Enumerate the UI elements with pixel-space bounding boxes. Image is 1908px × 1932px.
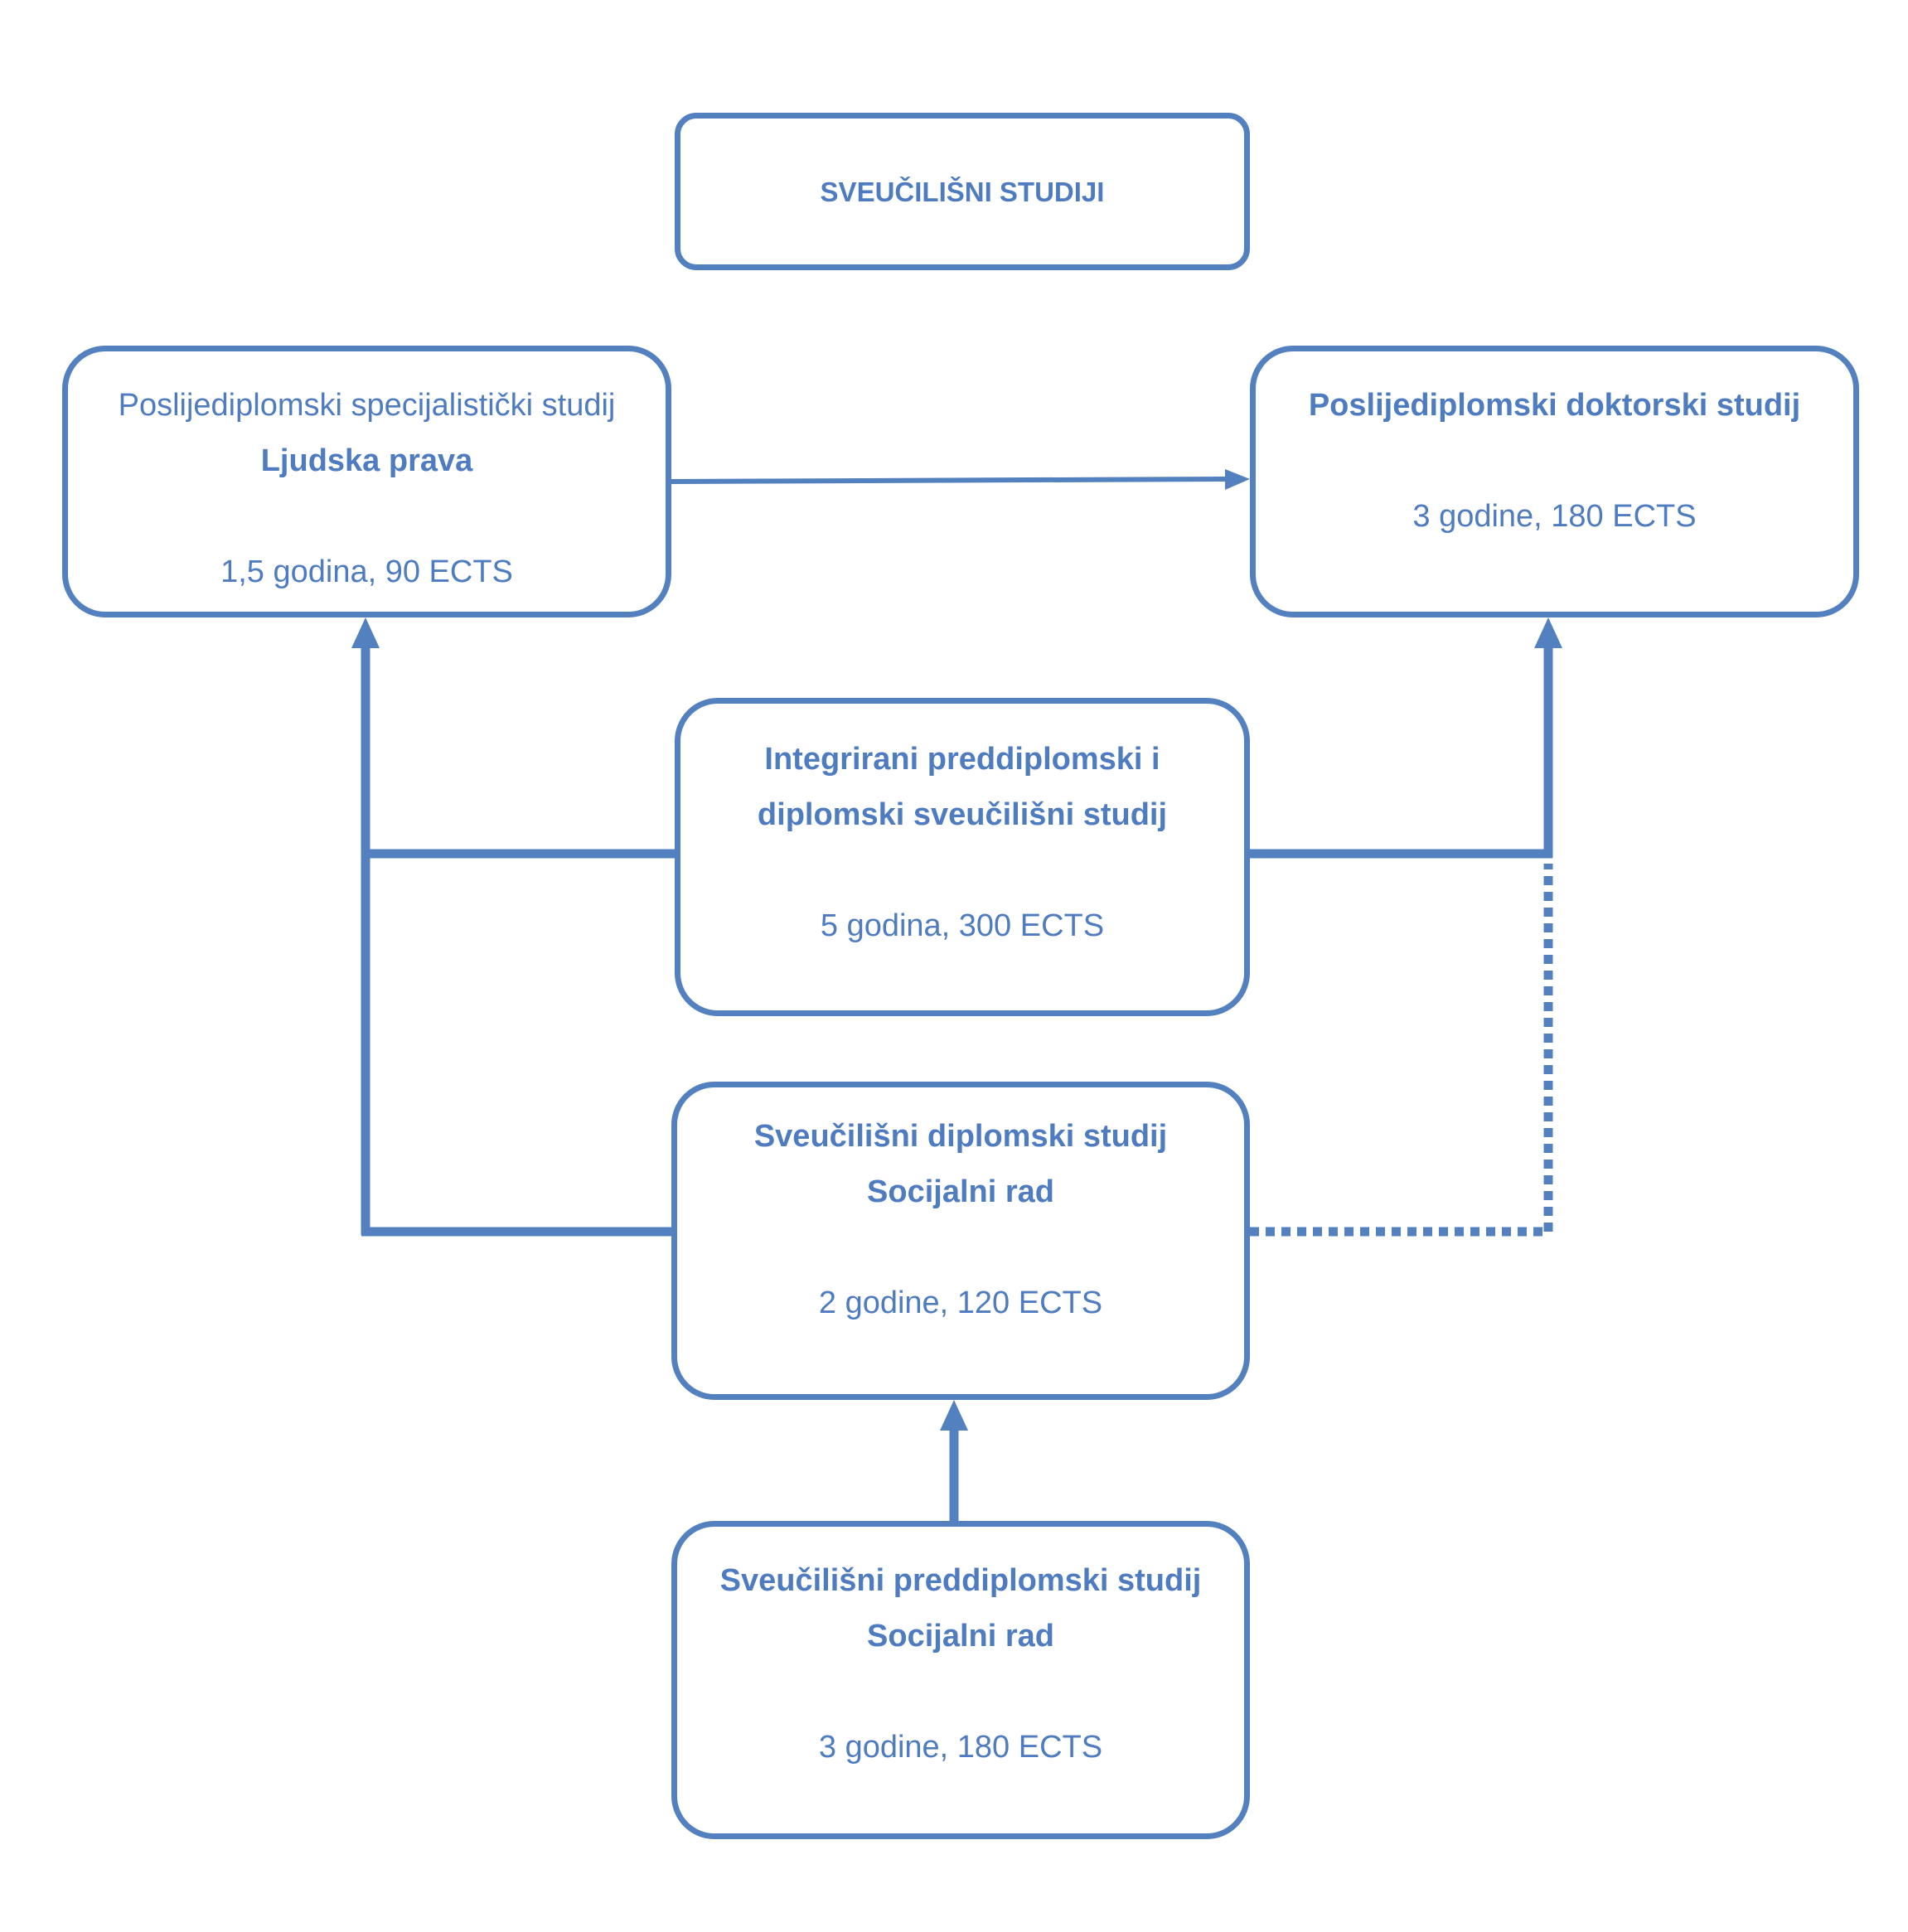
specialist-duration: 1,5 godina, 90 ECTS [220,554,513,589]
doctoral-study-box: Poslijediplomski doktorski studij 3 godi… [1250,346,1859,617]
undergraduate-duration: 3 godine, 180 ECTS [818,1730,1103,1765]
arrowhead-graduate-bottom [940,1400,968,1431]
connector-specialist-to-doctoral [671,477,1228,484]
graduate-duration: 2 godine, 120 ECTS [818,1286,1103,1320]
specialist-study-box: Poslijediplomski specijalistički studij … [62,346,671,617]
undergraduate-study-box: Sveučilišni preddiplomski studij Socijal… [671,1521,1250,1839]
undergraduate-title: Sveučilišni preddiplomski studij [719,1563,1202,1598]
integrated-title-line2: diplomski sveučilišni studij [757,797,1168,832]
header-title: SVEUČILIŠNI STUDIJI [820,176,1105,207]
arrowhead-specialist-bottom [351,617,380,648]
specialist-title: Poslijediplomski specijalistički studij [118,388,616,423]
arrowhead-doctoral-left [1225,469,1250,490]
arrowhead-doctoral-bottom [1534,617,1562,648]
graduate-title: Sveučilišni diplomski studij [753,1119,1168,1154]
integrated-title-line1: Integrirani preddiplomski i [764,742,1160,777]
integrated-duration: 5 godina, 300 ECTS [820,908,1105,943]
specialist-subtitle: Ljudska prava [260,443,473,478]
graduate-study-box: Sveučilišni diplomski studij Socijalni r… [671,1082,1250,1400]
doctoral-title: Poslijediplomski doktorski studij [1308,388,1801,423]
header-box: SVEUČILIŠNI STUDIJI [675,113,1250,270]
undergraduate-subtitle: Socijalni rad [867,1619,1054,1654]
graduate-subtitle: Socijalni rad [867,1174,1054,1209]
doctoral-duration: 3 godine, 180 ECTS [1412,499,1697,534]
integrated-study-box: Integrirani preddiplomski i diplomski sv… [675,698,1250,1016]
